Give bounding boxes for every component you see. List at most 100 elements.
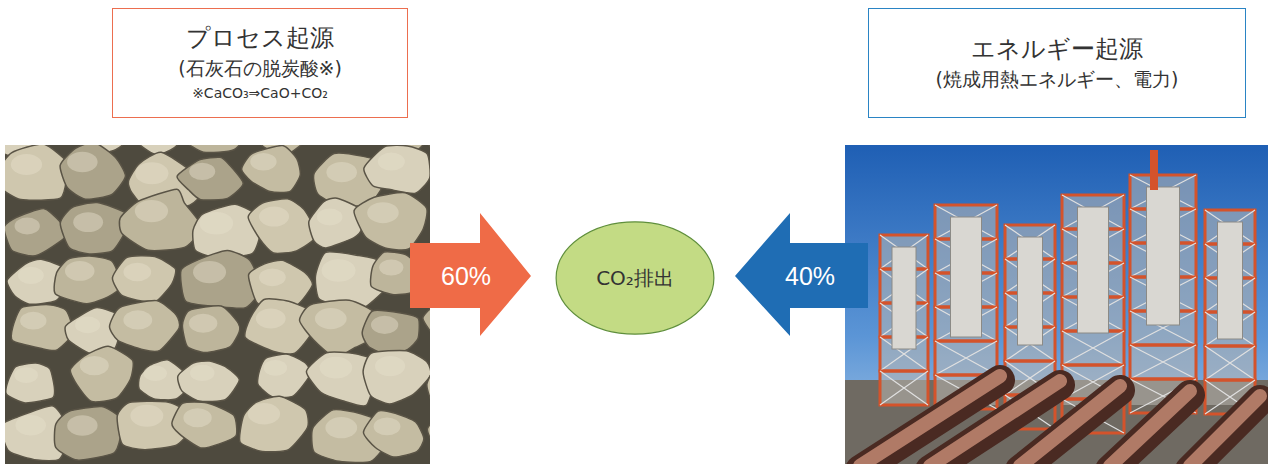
rock-highlight: [248, 403, 280, 425]
rock: [60, 203, 128, 254]
rock-highlight: [371, 316, 398, 334]
rock-highlight: [65, 261, 95, 281]
rock-highlight: [367, 202, 399, 223]
rock-highlight: [183, 408, 211, 427]
rock-highlight: [326, 162, 357, 182]
node-subtext: ※CaCO₃⇒CaO+CO₂: [192, 85, 328, 103]
tower-brace: [1130, 345, 1196, 379]
rock: [258, 354, 311, 397]
tower-frame: [935, 341, 997, 375]
rock-highlight: [250, 153, 276, 171]
kiln-pipe-shine: [1190, 396, 1260, 464]
kiln-pipe-shine: [1110, 391, 1190, 464]
rock-highlight: [20, 312, 46, 330]
rock: [175, 145, 251, 153]
rock-highlight: [67, 415, 97, 435]
tower-body: [880, 235, 928, 405]
tower-frame: [1130, 345, 1196, 379]
tower-body: [1062, 195, 1124, 405]
rock-highlight: [15, 218, 40, 235]
rock: [427, 359, 430, 415]
rock-highlight: [67, 152, 98, 172]
rock-highlight: [325, 417, 357, 438]
rock: [363, 411, 423, 458]
source-box: エネルギー起源 (焼成用熱エネルギー、電力): [868, 8, 1246, 118]
source-box: プロセス起源 (石灰石の脱炭酸※) ※CaCO₃⇒CaO+CO₂: [112, 8, 408, 118]
rock: [11, 305, 73, 351]
rock-highlight: [11, 154, 42, 175]
tower-frame: [1062, 331, 1124, 365]
rock: [177, 157, 243, 200]
rock-highlight: [379, 259, 403, 275]
tower-brace: [1062, 331, 1124, 365]
node-heading: エネルギー起源: [971, 34, 1143, 64]
rock: [364, 145, 430, 193]
rock-highlight: [73, 212, 103, 232]
rock: [5, 145, 69, 200]
rock-highlight: [322, 259, 356, 282]
rock-highlight: [80, 356, 109, 375]
rock-highlight: [375, 356, 405, 376]
rock: [427, 404, 430, 464]
rock: [309, 198, 362, 248]
rock: [363, 350, 430, 404]
rock: [354, 193, 427, 251]
percent-label: 60%: [441, 262, 491, 291]
rock-highlight: [75, 317, 100, 334]
cyclone: [892, 247, 916, 349]
rock-highlight: [123, 263, 151, 282]
rock-highlight: [315, 308, 347, 329]
node-heading: CO₂排出: [596, 266, 674, 291]
tower-body: [1130, 175, 1196, 405]
rock-highlight: [256, 309, 286, 329]
node-subtext: (石灰石の脱炭酸※): [178, 57, 342, 81]
cyclone: [1078, 207, 1109, 333]
tower-brace: [1205, 346, 1255, 380]
rock-highlight: [259, 268, 286, 286]
tower-brace: [880, 371, 928, 405]
cyclone: [951, 217, 982, 337]
emission-ellipse: CO₂排出: [555, 221, 715, 335]
cyclone: [1218, 222, 1243, 339]
rock: [112, 256, 175, 302]
rock-highlight: [130, 405, 163, 427]
tower-frame: [880, 371, 928, 405]
tower-brace: [935, 341, 997, 375]
tower-body: [1205, 210, 1255, 405]
rock: [54, 256, 121, 304]
node-heading: プロセス起源: [186, 23, 334, 53]
rock: [54, 406, 122, 460]
rock-highlight: [144, 365, 167, 381]
rock-highlight: [15, 415, 45, 435]
rock: [362, 310, 419, 355]
node-subtext: (焼成用熱エネルギー、電力): [936, 68, 1179, 92]
rock-highlight: [18, 267, 44, 284]
rock: [110, 301, 180, 352]
rock-highlight: [264, 360, 287, 376]
rock: [6, 363, 55, 403]
rock: [70, 346, 133, 402]
rock-highlight: [259, 207, 289, 227]
rock-highlight: [123, 310, 152, 329]
cement-plant-photo: [845, 145, 1268, 464]
rock-highlight: [193, 261, 226, 283]
cyclone: [1147, 187, 1180, 325]
rock-highlight: [190, 365, 214, 381]
rock-highlight: [135, 200, 168, 222]
rock-highlight: [199, 212, 233, 234]
limestone-photo: [5, 145, 430, 464]
blue-arrow: [735, 213, 868, 336]
rock-highlight: [189, 163, 215, 180]
rock: [172, 402, 237, 448]
percent-label: 40%: [785, 262, 835, 291]
cyclone: [1018, 237, 1043, 345]
rock-highlight: [317, 209, 343, 226]
rock: [182, 306, 239, 353]
rock-highlight: [378, 153, 405, 171]
orange-arrow: [410, 213, 531, 336]
rock: [240, 396, 309, 452]
kiln-pipe-shine: [1020, 386, 1120, 464]
tower-frame: [1205, 346, 1255, 380]
rock: [248, 199, 317, 254]
rock: [5, 209, 67, 257]
